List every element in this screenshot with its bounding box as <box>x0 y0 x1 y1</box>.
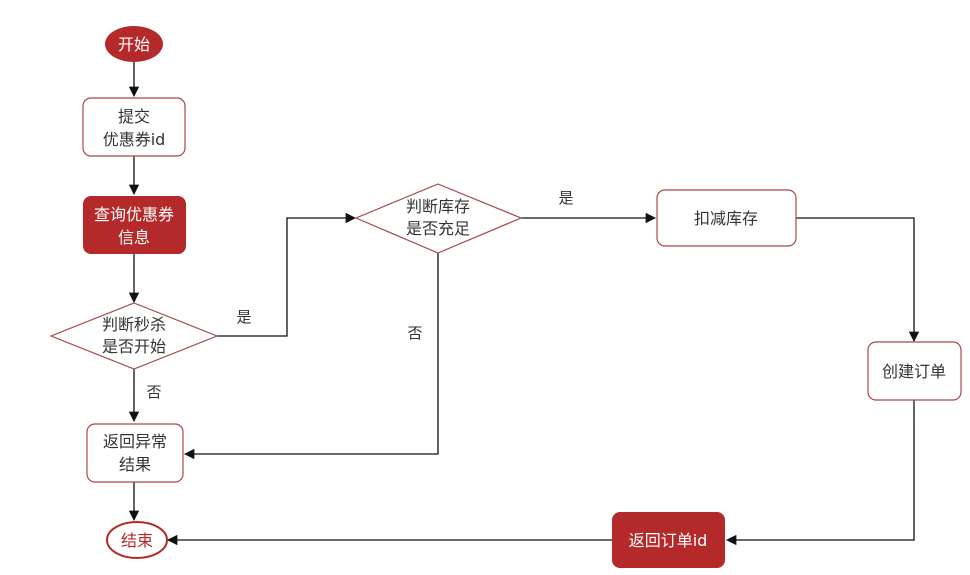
connectors <box>128 62 920 546</box>
check-stock-line2: 是否充足 <box>406 219 470 238</box>
query-coupon-node: 查询优惠券 信息 <box>83 196 186 254</box>
edge-seckill-yes-to-check-stock <box>217 212 357 337</box>
return-error-line1: 返回异常 <box>103 432 167 451</box>
check-stock-line1: 判断库存 <box>406 197 470 216</box>
submit-coupon-node: 提交 优惠券id <box>82 97 186 157</box>
start-node: 开始 <box>105 26 163 62</box>
return-order-label: 返回订单id <box>629 531 708 550</box>
end-node: 结束 <box>106 521 168 559</box>
end-label: 结束 <box>121 531 153 550</box>
return-error-node: 返回异常 结果 <box>86 423 184 483</box>
label-stock-yes: 是 <box>558 189 573 207</box>
submit-label-line2: 优惠券id <box>103 130 166 149</box>
check-seckill-decision: 判断秒杀 是否开始 <box>49 302 219 370</box>
return-error-line2: 结果 <box>119 455 151 474</box>
create-order-label: 创建订单 <box>882 362 946 381</box>
edge-create-order-to-return-order <box>725 400 915 546</box>
label-seckill-yes: 是 <box>236 308 251 326</box>
query-label-line2: 信息 <box>118 228 150 247</box>
edge-deduct-to-create-order <box>796 217 920 343</box>
label-seckill-no: 否 <box>146 383 161 401</box>
create-order-node: 创建订单 <box>867 341 962 401</box>
check-stock-decision: 判断库存 是否充足 <box>354 183 523 254</box>
return-order-node: 返回订单id <box>612 512 725 568</box>
start-label: 开始 <box>118 35 150 54</box>
check-seckill-line1: 判断秒杀 <box>102 315 166 334</box>
query-label-line1: 查询优惠券 <box>94 205 174 224</box>
submit-label-line1: 提交 <box>118 107 150 126</box>
label-stock-no: 否 <box>407 324 422 342</box>
deduct-stock-node: 扣减库存 <box>656 189 797 247</box>
check-seckill-line2: 是否开始 <box>102 337 166 356</box>
edge-stock-no-to-return-error <box>183 253 439 460</box>
deduct-stock-label: 扣减库存 <box>694 209 758 228</box>
